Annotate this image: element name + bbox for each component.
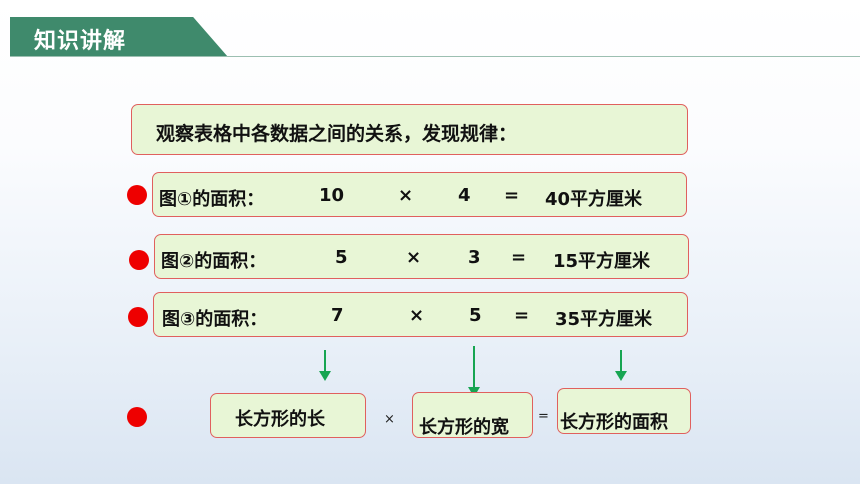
formula-width-text: 长方形的宽 [419, 417, 509, 438]
bullet-dot [129, 250, 149, 270]
row-width-value: 3 [468, 247, 481, 268]
row-area-result: 15平方厘米 [553, 251, 651, 272]
intro-box: 观察表格中各数据之间的关系，发现规律： [131, 104, 688, 155]
section-header-tab: 知识讲解 [10, 17, 228, 57]
section-title: 知识讲解 [34, 29, 127, 54]
down-arrow-length [319, 350, 331, 381]
row-length-value: 7 [331, 305, 344, 326]
down-arrow-width [468, 346, 480, 397]
row-times-sign: × [409, 305, 425, 326]
bullet-dot [127, 407, 147, 427]
formula-times-sign: × [384, 412, 395, 427]
row-times-sign: × [406, 247, 422, 268]
bullet-dot [128, 307, 148, 327]
formula-equals-sign: = [538, 409, 549, 424]
header-divider [10, 56, 860, 57]
row-equals-sign: = [511, 247, 527, 268]
bullet-dot [127, 185, 147, 205]
row-length-value: 10 [319, 185, 345, 206]
row-area-result: 35平方厘米 [555, 309, 653, 330]
area-row-2: 图②的面积： 5 × 3 = 15平方厘米 [154, 234, 689, 279]
formula-length-box: 长方形的长 [210, 393, 366, 438]
row-area-result: 40平方厘米 [545, 189, 643, 210]
row-label: 图③的面积： [162, 309, 268, 330]
intro-text: 观察表格中各数据之间的关系，发现规律： [156, 123, 518, 145]
row-times-sign: × [398, 185, 414, 206]
formula-length-text: 长方形的长 [235, 409, 325, 430]
formula-area-box: 长方形的面积 [557, 388, 691, 434]
row-equals-sign: = [504, 185, 520, 206]
row-label: 图②的面积： [161, 251, 267, 272]
formula-area-text: 长方形的面积 [560, 412, 668, 433]
row-width-value: 5 [469, 305, 482, 326]
row-width-value: 4 [458, 185, 471, 206]
row-label: 图①的面积： [159, 189, 265, 210]
down-arrow-area [615, 350, 627, 381]
area-row-1: 图①的面积： 10 × 4 = 40平方厘米 [152, 172, 687, 217]
row-equals-sign: = [514, 305, 530, 326]
area-row-3: 图③的面积： 7 × 5 = 35平方厘米 [153, 292, 688, 337]
formula-width-box: 长方形的宽 [412, 392, 533, 438]
row-length-value: 5 [335, 247, 348, 268]
